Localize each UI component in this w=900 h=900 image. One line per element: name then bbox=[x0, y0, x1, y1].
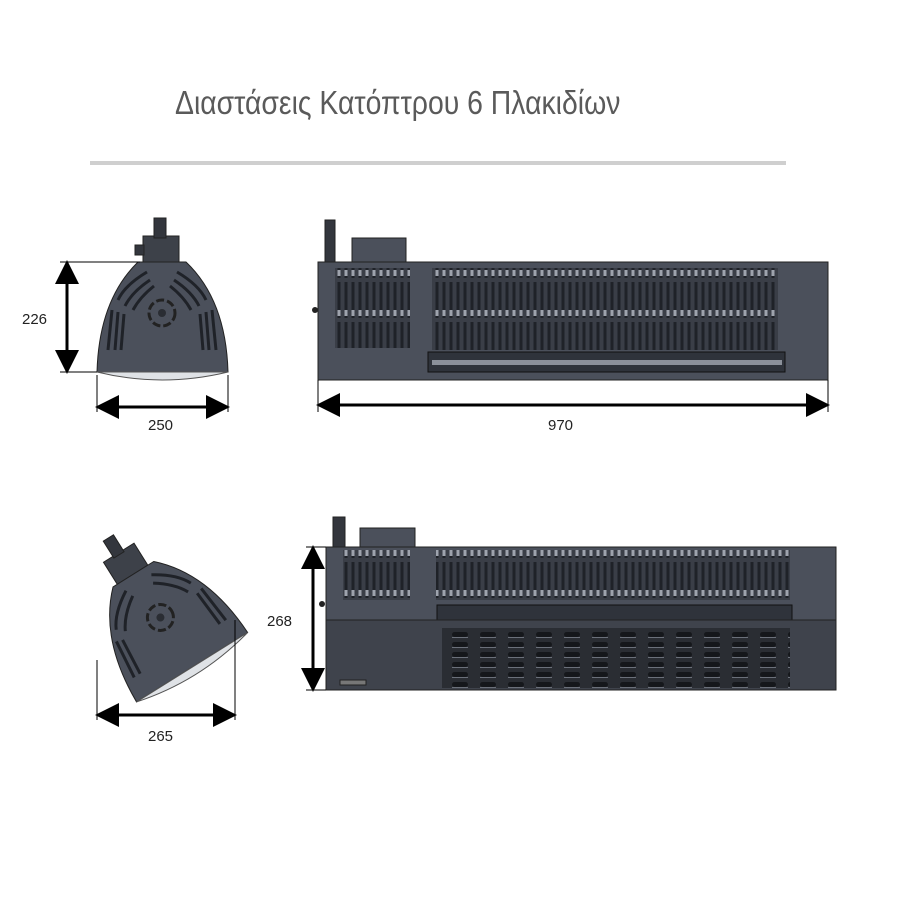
front-height-label: 226 bbox=[22, 311, 47, 328]
tilted-width-label: 265 bbox=[148, 728, 173, 745]
front-view bbox=[96, 217, 229, 381]
tilted-side-view bbox=[319, 516, 837, 691]
tilted-front-view bbox=[102, 534, 249, 703]
front-width-dimension: 250 bbox=[95, 375, 230, 434]
side-view bbox=[312, 219, 829, 381]
tilted-width-dimension: 265 bbox=[95, 620, 237, 745]
front-height-dimension: 226 bbox=[22, 260, 140, 374]
page-title: Διαστάσεις Κατόπτρου 6 Πλακιδίων bbox=[175, 84, 621, 121]
tilted-height-dimension: 268 bbox=[267, 545, 326, 692]
side-length-label: 970 bbox=[548, 417, 573, 434]
front-width-label: 250 bbox=[148, 417, 173, 434]
side-length-dimension: 970 bbox=[316, 380, 830, 434]
tilted-height-label: 268 bbox=[267, 613, 292, 630]
title-divider bbox=[90, 161, 786, 165]
